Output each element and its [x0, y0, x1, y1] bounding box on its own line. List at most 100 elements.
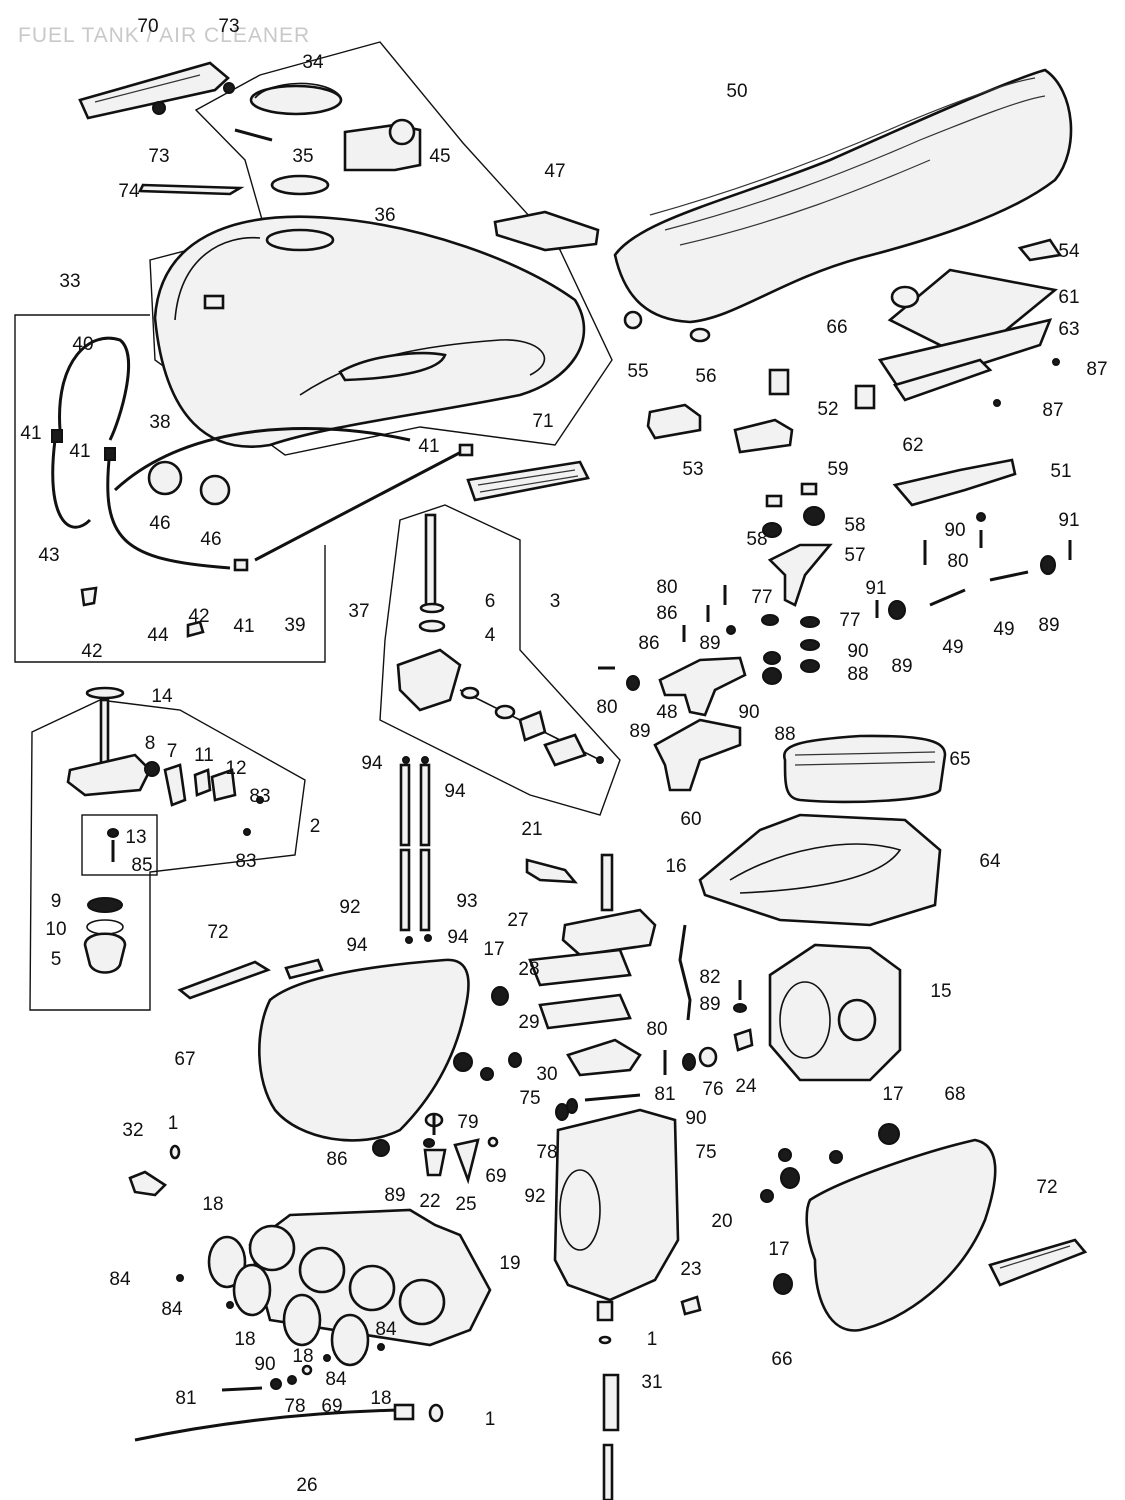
cock-lever [518, 710, 547, 742]
callout-c86c: 86 [326, 1149, 347, 1170]
callout-c90e: 90 [254, 1354, 275, 1375]
tube-clip-41c [458, 443, 474, 457]
callout-c32: 32 [122, 1120, 143, 1141]
callout-c42b: 42 [188, 606, 209, 627]
fuel-cap [249, 84, 343, 116]
fuel-strainer-rod [424, 513, 437, 607]
petcock-body [66, 753, 152, 797]
callout-c17c: 17 [768, 1239, 789, 1260]
tube-92-lower [399, 848, 411, 932]
callout-c94b: 94 [444, 781, 466, 802]
o-ring-6b [418, 619, 446, 633]
callout-c18c: 18 [292, 1346, 313, 1367]
callout-c71: 71 [532, 411, 553, 432]
cushion-75f [760, 1189, 774, 1203]
washer-90e [270, 1378, 282, 1390]
tube-93-upper [419, 763, 431, 847]
seat-hook-54 [1017, 238, 1063, 262]
cushion-42b [186, 620, 205, 638]
callout-c24: 24 [735, 1076, 757, 1097]
callout-c90c: 90 [738, 702, 759, 723]
clip-25 [453, 1138, 480, 1185]
callout-c33: 33 [59, 271, 80, 292]
strainer-9 [87, 897, 123, 913]
callout-c86a: 86 [656, 603, 677, 624]
callout-c78a: 78 [536, 1142, 557, 1163]
callout-c94d: 94 [447, 927, 469, 948]
nut-89e [733, 1003, 747, 1013]
o-ring-6a [419, 602, 445, 614]
callout-c37: 37 [348, 601, 369, 622]
fuel-tube-43 [51, 439, 92, 529]
breather-chamber-27 [561, 908, 657, 957]
callout-c92a: 92 [339, 897, 360, 918]
callout-c12: 12 [225, 758, 246, 779]
callout-c89d: 89 [629, 721, 650, 742]
connector-53b [733, 418, 794, 454]
callout-c73b: 73 [148, 146, 169, 167]
cap-gasket [270, 174, 330, 196]
clip-94a [402, 756, 410, 764]
callout-c75b: 75 [695, 1142, 716, 1163]
side-cover-emblem-detail [999, 1245, 1071, 1269]
callout-c81a: 81 [654, 1084, 675, 1105]
grommet-90 [566, 1098, 578, 1114]
callout-c40: 40 [72, 334, 93, 355]
fuel-cock-group-outline [379, 504, 621, 816]
callout-c10: 10 [45, 919, 66, 940]
callout-c20: 20 [711, 1211, 732, 1232]
callout-c35: 35 [292, 146, 313, 167]
callout-c72a: 72 [207, 922, 228, 943]
gasket-28 [528, 948, 632, 987]
callout-c77b: 77 [839, 610, 860, 631]
collar-55 [623, 310, 643, 330]
callout-c1b: 1 [647, 1329, 658, 1350]
intake-port-3 [348, 1264, 396, 1312]
petcock-screw-box [81, 814, 158, 876]
callout-c59: 59 [827, 459, 848, 480]
washer-69b [301, 1364, 313, 1376]
nut-88a [800, 659, 820, 673]
drain-tube-31 [602, 1373, 620, 1432]
callout-c43: 43 [38, 545, 59, 566]
nut-88b [762, 667, 782, 685]
cushion-75e [829, 1150, 843, 1164]
collar-76 [698, 1046, 718, 1068]
tank-mount-bracket [203, 294, 225, 310]
callout-c72b: 72 [1036, 1177, 1057, 1198]
stay-57 [767, 543, 833, 607]
callout-c48: 48 [656, 702, 677, 723]
cushion-75b [480, 1067, 494, 1081]
drain-tube-32 [128, 1170, 168, 1197]
callout-c66a: 66 [826, 317, 847, 338]
callout-c80a: 80 [947, 551, 968, 572]
callout-c89c: 89 [891, 656, 912, 677]
callout-c34: 34 [302, 52, 324, 73]
callout-c86b: 86 [638, 633, 659, 654]
clip-94d [424, 934, 432, 942]
callout-c68: 68 [944, 1084, 965, 1105]
callout-c67: 67 [174, 1049, 195, 1070]
callout-c83a: 83 [249, 786, 270, 807]
screw-84c [323, 1354, 331, 1362]
callout-c36: 36 [374, 205, 395, 226]
element-15-opening [779, 981, 831, 1059]
screw-84b [226, 1301, 234, 1309]
fuel-cap-dome [254, 82, 341, 99]
callout-c89e: 89 [699, 994, 720, 1015]
clip-23 [680, 1295, 702, 1316]
tube-92-upper [399, 763, 411, 847]
screw-83b [243, 828, 251, 836]
callout-c92b: 92 [524, 1186, 545, 1207]
callout-c7: 7 [167, 741, 178, 762]
tube-clip-41d [233, 558, 249, 572]
tank-badge-top-detail [94, 74, 201, 103]
callout-c89f: 89 [384, 1185, 405, 1206]
callout-c94a: 94 [361, 753, 383, 774]
clip-1c [428, 1403, 444, 1423]
lever-7 [163, 763, 187, 807]
callout-c26: 26 [296, 1475, 317, 1496]
drain-tube-31-end [602, 1443, 614, 1500]
screw-84a [176, 1274, 184, 1282]
callout-c84c: 84 [375, 1319, 397, 1340]
